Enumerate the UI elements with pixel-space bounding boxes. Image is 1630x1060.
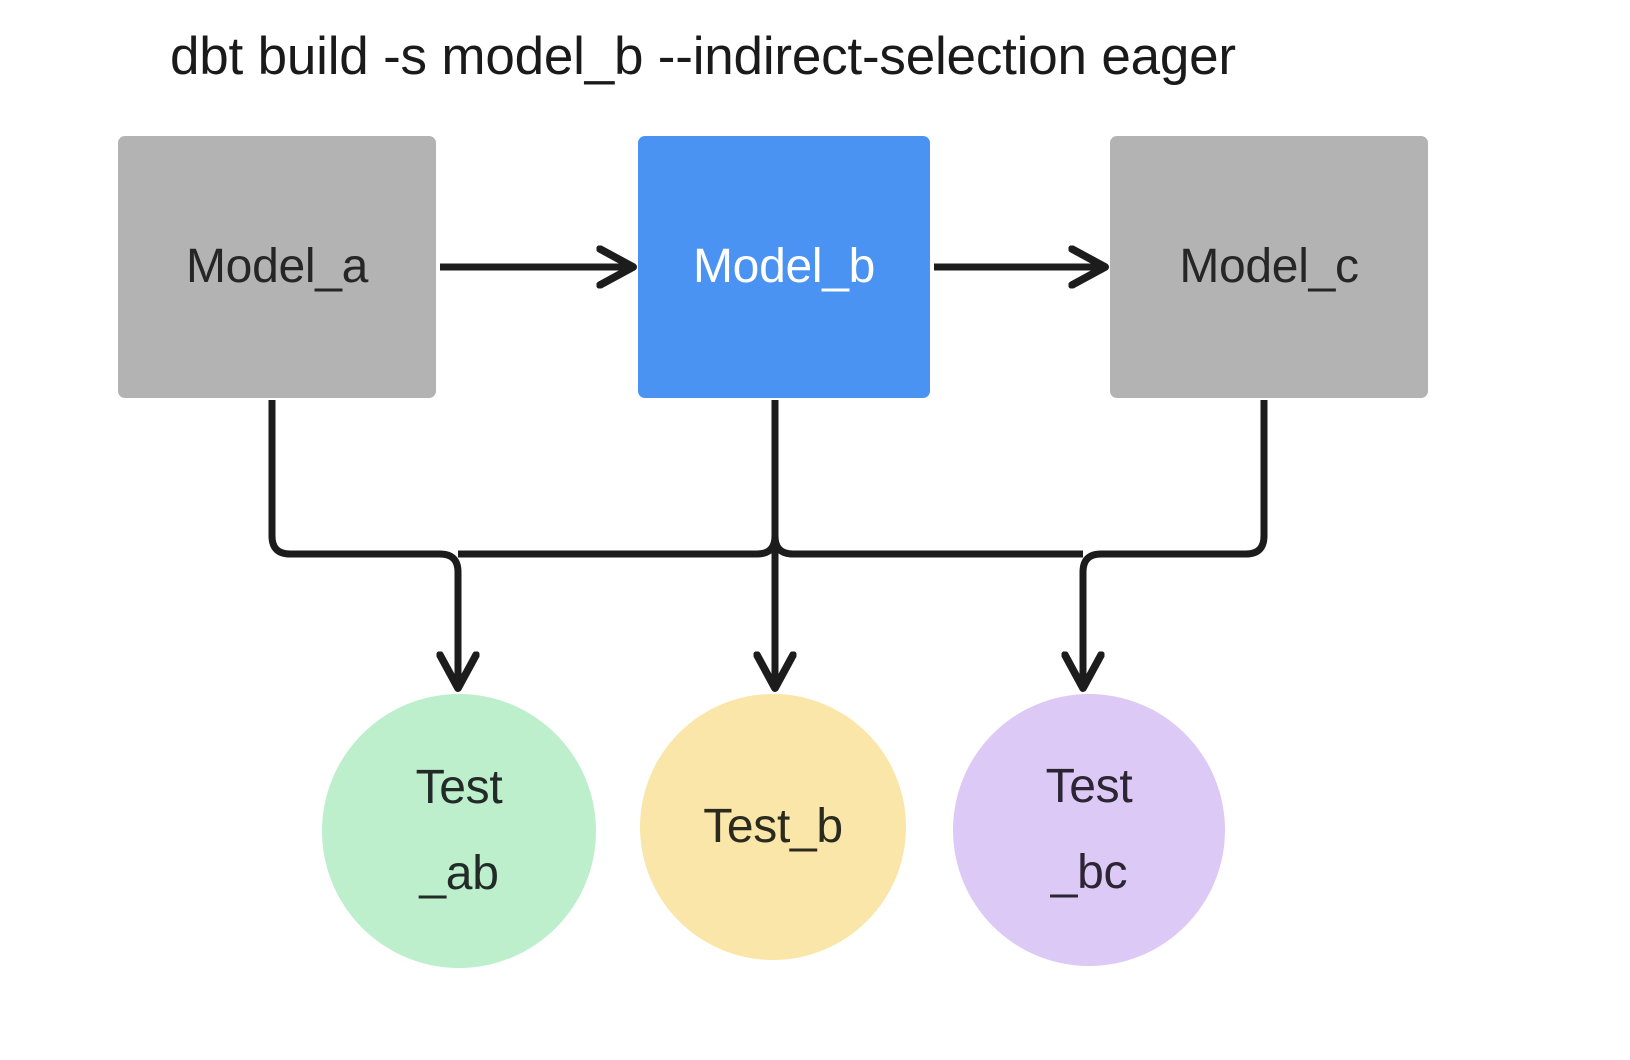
node-test-bc-label-line1: Test — [1045, 760, 1133, 813]
node-model-a-label: Model_a — [185, 240, 369, 293]
edge-model-c-to-test-bc — [1083, 400, 1268, 686]
node-test-ab[interactable]: Test _ab — [322, 694, 596, 968]
node-model-c[interactable]: Model_c — [1110, 136, 1428, 398]
node-test-b-label-line1: Test_b — [703, 800, 843, 853]
node-model-c-label: Model_c — [1179, 240, 1359, 293]
node-test-ab-label-line2: _ab — [419, 847, 499, 900]
edge-model-b-to-test-bc — [771, 535, 1083, 558]
edge-model-a-to-test-ab — [268, 400, 458, 686]
edge-model-b-to-test-ab — [458, 535, 779, 558]
node-model-b-label: Model_b — [692, 240, 876, 293]
node-model-a[interactable]: Model_a — [118, 136, 436, 398]
node-test-ab-label-line1: Test — [415, 761, 503, 814]
node-model-b[interactable]: Model_b — [638, 136, 930, 398]
page-title: dbt build -s model_b --indirect-selectio… — [170, 27, 1236, 86]
node-test-bc[interactable]: Test _bc — [953, 694, 1225, 966]
node-test-bc-label-line2: _bc — [1050, 846, 1128, 899]
node-test-b[interactable]: Test_b — [640, 694, 906, 960]
